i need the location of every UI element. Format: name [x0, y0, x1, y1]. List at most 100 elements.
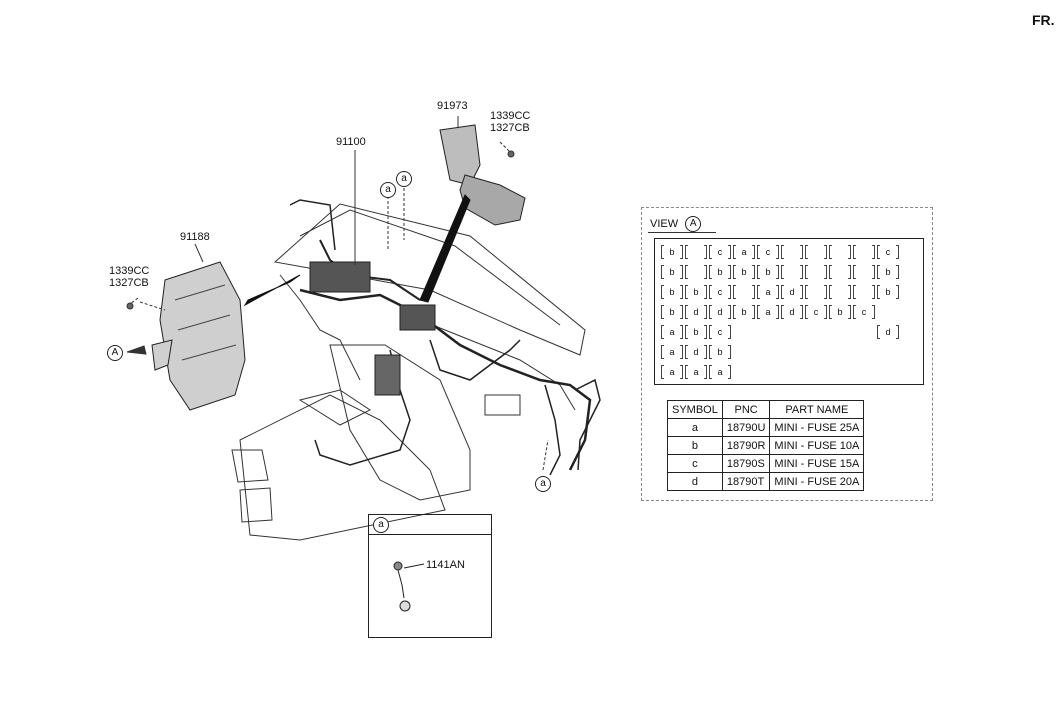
- fuse-slot: b: [733, 265, 755, 279]
- bolt-label-left-2: 1327CB: [109, 277, 149, 289]
- bolt-label-top-2: 1327CB: [490, 122, 530, 134]
- bolt-label-left-1: 1339CC: [109, 265, 150, 277]
- fuse-slot: a: [757, 305, 779, 319]
- table-row: c 18790S MINI - FUSE 15A: [667, 454, 865, 473]
- fuse-slot: a: [661, 325, 683, 339]
- fuse-slot: b: [661, 285, 683, 299]
- fuse-slot: a: [661, 365, 683, 379]
- reference-a-callout-2: a: [396, 171, 412, 187]
- fuse-slot: [829, 285, 851, 299]
- fuse-slot: b: [709, 265, 731, 279]
- fuse-slot: c: [709, 245, 731, 259]
- harness-main: [299, 288, 592, 471]
- fuse-slot: d: [781, 285, 803, 299]
- fuse-slot: [685, 245, 707, 259]
- fuse-slot: [805, 285, 827, 299]
- cell-pnc: 18790U: [721, 418, 771, 437]
- part-number-1141an: 1141AN: [426, 559, 465, 571]
- fuse-slot: c: [757, 245, 779, 259]
- fuse-slot: b: [709, 345, 731, 359]
- fuse-slot: [805, 265, 827, 279]
- fuse-slot: [853, 285, 875, 299]
- fuse-slot: b: [877, 265, 899, 279]
- fuse-slot: d: [877, 325, 899, 339]
- cell-symbol: d: [667, 472, 723, 491]
- view-title-ref: A: [685, 216, 702, 232]
- fuse-slot: d: [709, 305, 731, 319]
- fuse-slot: b: [829, 305, 851, 319]
- fuse-slot: c: [877, 245, 899, 259]
- fuse-slot: b: [661, 245, 683, 259]
- cell-part-name: MINI - FUSE 20A: [769, 472, 865, 491]
- view-title: VIEW A: [650, 216, 702, 232]
- fuse-slot: [685, 265, 707, 279]
- fuse-slot: [853, 245, 875, 259]
- cell-part-name: MINI - FUSE 15A: [769, 454, 865, 473]
- view-a-callout: A: [107, 345, 123, 361]
- bolt-label-top-1: 1339CC: [490, 110, 531, 122]
- fuse-slot: [781, 265, 803, 279]
- table-row: b 18790R MINI - FUSE 10A: [667, 436, 865, 455]
- fuse-slot: [829, 265, 851, 279]
- fuse-slot: a: [757, 285, 779, 299]
- cell-part-name: MINI - FUSE 10A: [769, 436, 865, 455]
- cell-pnc: 18790R: [721, 436, 771, 455]
- fuse-slot: [853, 265, 875, 279]
- cell-pnc: 18790T: [721, 472, 771, 491]
- detail-ref-circle: a: [373, 517, 389, 533]
- center-console: [329, 344, 471, 501]
- fuse-slot: b: [685, 325, 707, 339]
- fuse-slot: b: [661, 305, 683, 319]
- fuse-slot: d: [685, 345, 707, 359]
- header-symbol: SYMBOL: [667, 400, 723, 419]
- detail-a-box: a 1141AN: [368, 514, 492, 638]
- fuse-slot: b: [733, 305, 755, 319]
- fuse-slot: a: [661, 345, 683, 359]
- fuse-slot: c: [853, 305, 875, 319]
- fuse-slot: b: [661, 265, 683, 279]
- table-row: a 18790U MINI - FUSE 25A: [667, 418, 865, 437]
- junction-block-91188: [159, 261, 246, 411]
- header-part-name: PART NAME: [769, 400, 865, 419]
- fuse-slot: [781, 245, 803, 259]
- fuse-slot: a: [733, 245, 755, 259]
- fuse-slot: b: [877, 285, 899, 299]
- table-row: d 18790T MINI - FUSE 20A: [667, 472, 865, 491]
- module-91973: [439, 124, 481, 186]
- reference-a-callout-1: a: [380, 182, 396, 198]
- part-number-91100: 91100: [336, 136, 366, 148]
- view-title-text: VIEW: [650, 217, 679, 230]
- cell-part-name: MINI - FUSE 25A: [769, 418, 865, 437]
- fuse-slot: [829, 245, 851, 259]
- fuse-slot: d: [781, 305, 803, 319]
- detail-header: a: [369, 515, 491, 535]
- fuse-slot: d: [685, 305, 707, 319]
- fuse-slot: b: [757, 265, 779, 279]
- view-title-underline: [648, 232, 716, 233]
- fuse-slot: a: [685, 365, 707, 379]
- fuse-slot: c: [709, 325, 731, 339]
- fuse-slot: c: [709, 285, 731, 299]
- header-pnc: PNC: [721, 400, 771, 419]
- fuse-parts-table: SYMBOL PNC PART NAME a 18790U MINI - FUS…: [667, 400, 865, 491]
- cell-pnc: 18790S: [721, 454, 771, 473]
- reference-a-callout-3: a: [535, 476, 551, 492]
- clip-1141an-drawing: [393, 561, 425, 612]
- fuse-slot: [805, 245, 827, 259]
- table-header-row: SYMBOL PNC PART NAME: [667, 400, 865, 419]
- fuse-slot: b: [685, 285, 707, 299]
- cell-symbol: c: [667, 454, 723, 473]
- fuse-slot: a: [709, 365, 731, 379]
- fuse-slot: [733, 285, 755, 299]
- fuse-slot: c: [805, 305, 827, 319]
